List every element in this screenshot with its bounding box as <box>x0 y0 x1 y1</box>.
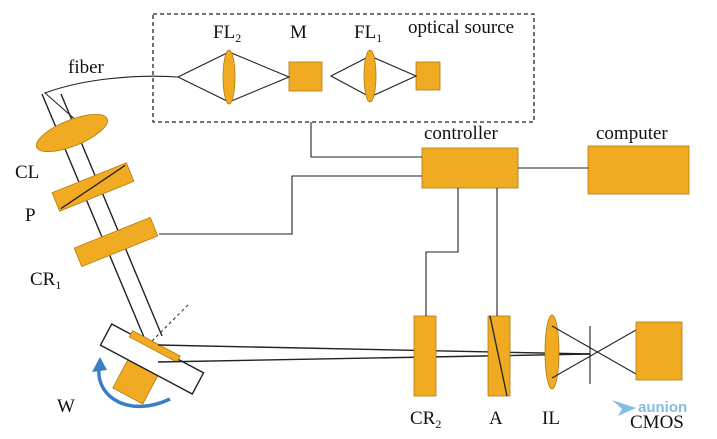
cr1-plate <box>73 216 159 268</box>
fl2-label: FL2 <box>213 22 241 45</box>
w-label: W <box>57 396 75 417</box>
fiber-label: fiber <box>68 57 105 78</box>
cmos-sensor <box>635 321 683 381</box>
p-label: P <box>25 205 36 226</box>
watermark: aunion <box>612 399 687 416</box>
a-label: A <box>489 408 503 429</box>
fl2-lens <box>222 49 236 105</box>
wire-source-controller <box>310 122 422 158</box>
m-label: M <box>290 22 307 43</box>
cr2-plate <box>413 315 437 397</box>
wafer-sample <box>128 330 181 363</box>
controller-box <box>421 147 519 189</box>
paper-plane-icon <box>612 400 636 416</box>
reflected-beam-bottom <box>157 353 591 363</box>
optical-source-box <box>152 13 535 123</box>
fl1-lens <box>363 49 377 103</box>
reflected-beam-top <box>157 344 591 355</box>
wafer-normal-dashed <box>151 302 191 342</box>
cl-lens <box>36 113 108 153</box>
wire-controller-cr2 <box>425 188 459 316</box>
il-lens <box>544 314 560 390</box>
a-analyzer <box>487 315 511 397</box>
watermark-text: aunion <box>638 399 687 416</box>
m-block <box>288 61 323 92</box>
optical-source-label: optical source <box>408 17 514 38</box>
focus-ray-2 <box>551 329 637 379</box>
light-source-block <box>415 61 441 91</box>
cr1-label: CR1 <box>30 269 61 292</box>
fl1-label: FL1 <box>354 22 382 45</box>
fl1-beam <box>329 55 418 98</box>
computer-box <box>587 145 690 195</box>
cr2-label: CR2 <box>410 408 441 431</box>
fl2-beam <box>176 51 291 103</box>
focus-ray-1 <box>551 325 637 375</box>
p-polarizer <box>51 162 135 212</box>
rotation-arrowhead <box>92 357 107 372</box>
fiber-line <box>43 75 179 123</box>
wire-controller-cr1 <box>159 175 422 235</box>
il-label: IL <box>542 408 560 429</box>
cl-label: CL <box>15 162 39 183</box>
controller-label: controller <box>424 123 499 144</box>
cmos-label: CMOS <box>630 412 684 433</box>
computer-label: computer <box>596 123 668 144</box>
rotation-arrow <box>97 367 171 409</box>
